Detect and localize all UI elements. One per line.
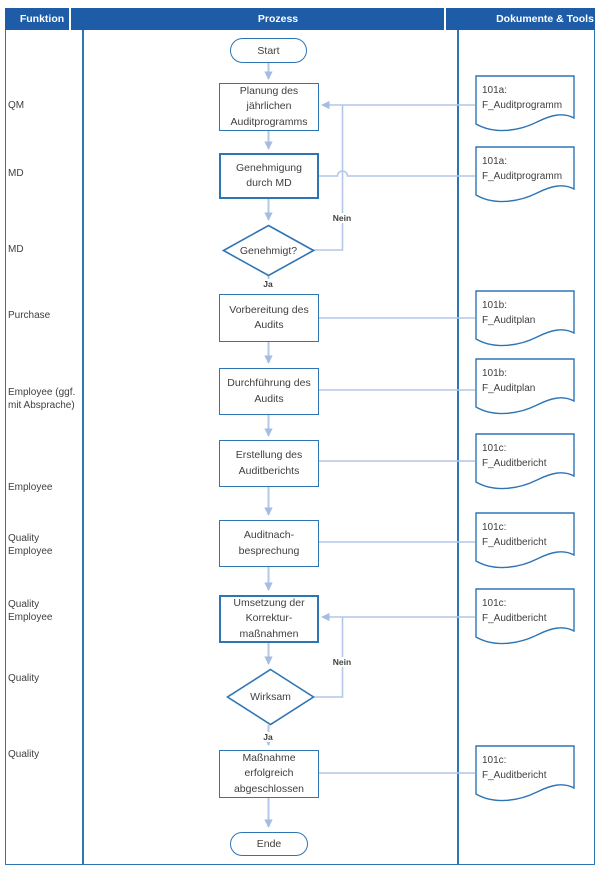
function-label-md-1: MD	[8, 168, 24, 179]
document-auditprogramm-2: 101a: F_Auditprogramm	[475, 146, 575, 203]
document-auditprogramm-1: 101a: F_Auditprogramm	[475, 75, 575, 132]
document-label: 101a: F_Auditprogramm	[482, 85, 563, 111]
swimlane-frame	[5, 30, 595, 865]
document-auditplan-1: 101b: F_Auditplan	[475, 290, 575, 347]
branch-label-ja-2: Ja	[261, 732, 275, 742]
column-header-funktion: Funktion	[19, 13, 65, 25]
document-label: 101a: F_Auditprogramm	[482, 156, 563, 182]
header-bar-dokumente	[446, 8, 595, 30]
process-step-massnahme-abgeschlossen: Maßnahme erfolgreich abgeschlossen	[219, 750, 319, 798]
start-terminator: Start	[230, 38, 307, 63]
document-shape	[475, 290, 575, 347]
document-shape	[475, 433, 575, 490]
process-step-umsetzung-korrekturmassnahmen: Umsetzung der Korrektur- maßnahmen	[219, 595, 319, 643]
process-step-genehmigung-md: Genehmigung durch MD	[219, 153, 319, 199]
decision-wirksam-label: Wirksam	[250, 691, 291, 703]
document-label: 101c: F_Auditbericht	[482, 522, 547, 548]
document-shape	[475, 745, 575, 802]
function-label-qm: QM	[8, 100, 25, 111]
document-label: 101c: F_Auditbericht	[482, 755, 547, 781]
header-bar-prozess	[71, 8, 444, 30]
function-label-quality-employee-2: Quality Employee	[8, 599, 53, 623]
document-shape	[475, 358, 575, 415]
function-label-purchase: Purchase	[8, 310, 51, 321]
function-label-quality-1: Quality	[8, 673, 40, 684]
document-auditplan-2: 101b: F_Auditplan	[475, 358, 575, 415]
function-label-employee: Employee	[8, 482, 53, 493]
document-auditbericht-4: 101c: F_Auditbericht	[475, 745, 575, 802]
decision-genehmigt: Genehmigt?	[222, 224, 315, 277]
end-terminator: Ende	[230, 832, 308, 856]
decision-diamond-shape	[222, 224, 315, 277]
document-label: 101b: F_Auditplan	[482, 368, 536, 394]
branch-label-nein-1: Nein	[330, 213, 354, 223]
document-label: 101c: F_Auditbericht	[482, 598, 547, 624]
lane-divider-right	[457, 30, 459, 864]
document-shape	[475, 75, 575, 132]
process-step-erstellung-auditbericht: Erstellung des Auditberichts	[219, 440, 319, 487]
document-label: 101c: F_Auditbericht	[482, 443, 547, 469]
document-shape	[475, 146, 575, 203]
process-step-auditnachbesprechung: Auditnach- besprechung	[219, 520, 319, 567]
document-shape	[475, 512, 575, 569]
document-auditbericht-3: 101c: F_Auditbericht	[475, 588, 575, 645]
process-step-vorbereitung-audit: Vorbereitung des Audits	[219, 294, 319, 342]
process-step-durchfuehrung-audit: Durchführung des Audits	[219, 368, 319, 415]
lane-divider-left	[82, 30, 84, 864]
decision-genehmigt-label: Genehmigt?	[239, 244, 298, 257]
branch-label-nein-2: Nein	[330, 657, 354, 667]
document-label: 101b: F_Auditplan	[482, 300, 536, 326]
decision-diamond-shape	[226, 668, 315, 726]
column-header-dokumente-tools: Dokumente & Tools	[496, 13, 594, 25]
document-auditbericht-2: 101c: F_Auditbericht	[475, 512, 575, 569]
document-shape	[475, 588, 575, 645]
header-bar-funktion	[5, 8, 69, 30]
decision-wirksam: Wirksam	[226, 668, 315, 726]
function-label-employee-absprache: Employee (ggf. mit Absprache)	[8, 387, 76, 411]
document-auditbericht-1: 101c: F_Auditbericht	[475, 433, 575, 490]
function-label-quality-employee-1: Quality Employee	[8, 533, 53, 557]
function-label-md-2: MD	[8, 244, 24, 255]
branch-label-ja-1: Ja	[261, 279, 275, 289]
process-step-planung-auditprogramm: Planung des jährlichen Auditprogramms	[219, 83, 319, 131]
column-header-prozess: Prozess	[257, 13, 299, 25]
function-label-quality-2: Quality	[8, 749, 40, 760]
